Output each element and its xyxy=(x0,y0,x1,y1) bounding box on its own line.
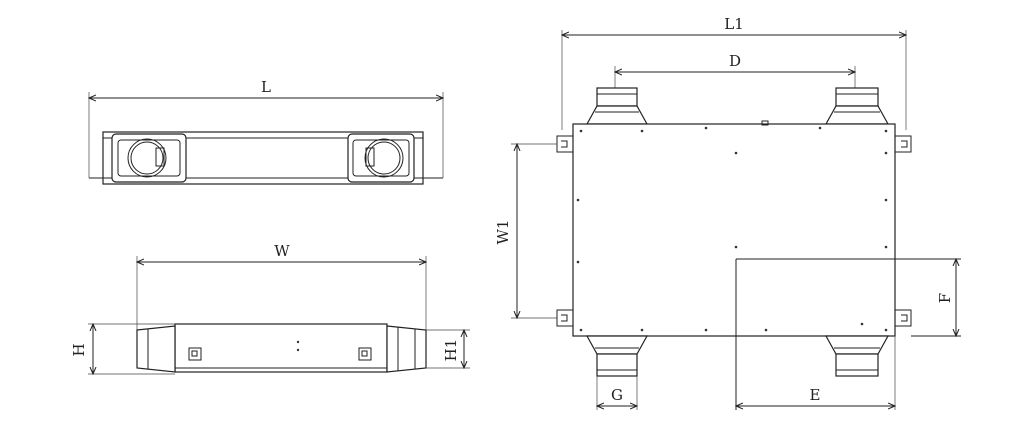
dim-label-D: D xyxy=(729,52,741,70)
unit-body xyxy=(572,123,896,337)
right-duct-box xyxy=(347,133,415,183)
left-duct-box xyxy=(111,133,187,183)
dim-label-G: G xyxy=(611,386,623,404)
top-view: L xyxy=(89,78,443,185)
bottom-right-spigot xyxy=(824,335,890,377)
dim-label-H1: H1 xyxy=(442,339,460,362)
dim-label-L1: L1 xyxy=(724,15,744,33)
dim-label-L: L xyxy=(261,78,271,96)
dim-label-W1: W1 xyxy=(494,220,512,245)
dim-label-E: E xyxy=(810,386,821,404)
dim-label-W: W xyxy=(274,242,290,260)
screw-dots xyxy=(576,126,888,332)
bottom-left-spigot xyxy=(585,335,649,377)
side-view: W H H1 xyxy=(70,242,470,374)
plan-view: L1 D xyxy=(494,15,961,410)
dim-label-H: H xyxy=(70,343,88,356)
top-left-spigot xyxy=(585,87,649,125)
dim-label-F: F xyxy=(936,293,954,303)
top-right-spigot xyxy=(824,87,890,125)
